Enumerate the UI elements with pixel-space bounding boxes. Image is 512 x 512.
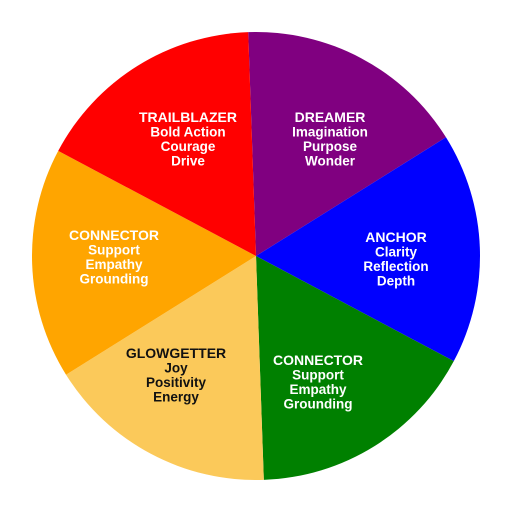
segment-trait: Bold Action	[150, 124, 225, 139]
segment-title: TRAILBLAZER	[139, 109, 237, 125]
wheel-slice-anchor-1	[256, 137, 481, 362]
segment-trait: Clarity	[375, 244, 418, 259]
segment-title: GLOWGETTER	[126, 345, 226, 361]
wheel-slice-dreamer-0	[248, 31, 446, 256]
segment-trait: Empathy	[289, 382, 347, 397]
segment-title: CONNECTOR	[69, 227, 159, 243]
segment-title: ANCHOR	[365, 229, 426, 245]
segment-trait: Support	[292, 367, 344, 382]
wheel-slice-connector-2	[256, 256, 454, 480]
segment-trait: Depth	[377, 273, 415, 288]
segment-trait: Reflection	[363, 259, 428, 274]
wheel-labels: DREAMERImaginationPurposeWonderANCHORCla…	[69, 109, 429, 411]
segment-trait: Drive	[171, 153, 205, 168]
segment-trait: Imagination	[292, 124, 368, 139]
segment-trait: Wonder	[305, 153, 356, 168]
segment-trait: Energy	[153, 389, 199, 404]
segment-title: CONNECTOR	[273, 352, 363, 368]
wheel-slice-connector-4	[31, 150, 256, 375]
segment-trait: Grounding	[80, 271, 149, 286]
segment-trait: Positivity	[146, 375, 207, 390]
wheel-slice-trailblazer-5	[58, 32, 256, 256]
segment-trait: Empathy	[85, 257, 143, 272]
wheel-slice-glowgetter-3	[66, 256, 264, 480]
segment-trait: Joy	[164, 360, 188, 375]
segment-title: DREAMER	[295, 109, 366, 125]
segment-trait: Support	[88, 242, 140, 257]
segment-trait: Grounding	[284, 396, 353, 411]
segment-trait: Purpose	[303, 139, 358, 154]
segment-trait: Courage	[161, 139, 216, 154]
wheel-slices	[31, 31, 481, 480]
